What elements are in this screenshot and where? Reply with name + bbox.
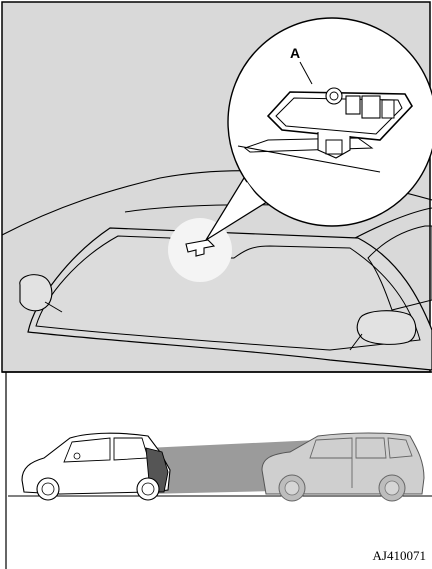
top-panel: A	[2, 2, 432, 372]
own-vehicle-outline	[22, 433, 170, 500]
label-a: A	[290, 45, 300, 61]
figure-code: AJ410071	[373, 548, 426, 563]
bottom-panel: AJ410071	[2, 372, 432, 569]
left-mirror	[20, 275, 52, 311]
right-mirror	[357, 311, 416, 345]
